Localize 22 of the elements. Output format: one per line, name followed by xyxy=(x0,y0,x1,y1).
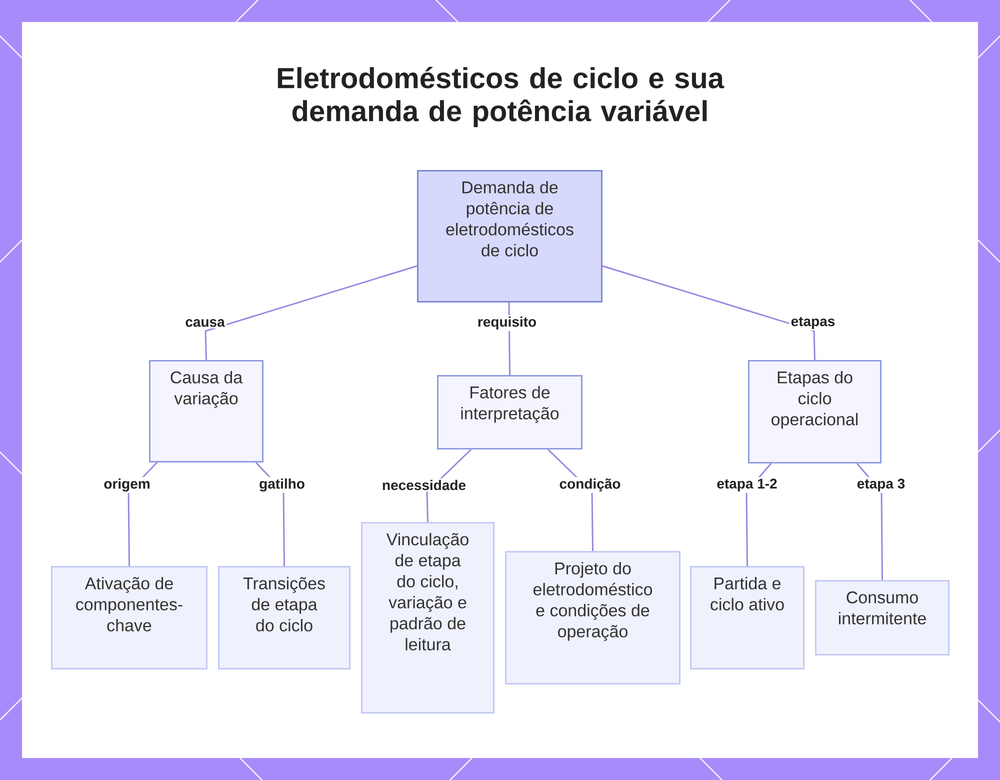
leaf-box: Consumo intermitente xyxy=(815,580,950,656)
branch-box: Causa da variação xyxy=(149,360,264,462)
edge-label: etapa 1-2 xyxy=(715,477,779,493)
branch-box: Fatores de interpretação xyxy=(437,375,582,450)
leaf-box: Transições de etapa do ciclo xyxy=(218,566,350,670)
leaf-box: Vinculação de etapa do ciclo, variação e padrão de leitura xyxy=(361,522,494,714)
leaf-box: Partida e ciclo ativo xyxy=(690,566,804,670)
edge-label: etapas xyxy=(789,315,837,331)
edge-label: origem xyxy=(102,476,152,494)
edge-label: requisito xyxy=(476,314,538,332)
root-box: Demanda de potência de eletrodomésticos de ciclo xyxy=(417,170,602,302)
edge-label: necessidade xyxy=(380,478,468,492)
connector-line xyxy=(204,265,418,360)
branch-box: Etapas do ciclo operacional xyxy=(748,360,882,464)
edge-label: condição xyxy=(558,476,622,494)
edge-label: etapa 3 xyxy=(855,477,907,493)
title: Eletrodomésticos de ciclo e sua demanda de potência variável xyxy=(278,66,724,128)
connector-line xyxy=(602,265,816,360)
edge-label: gatilho xyxy=(258,476,306,494)
edge-label: causa xyxy=(184,318,226,328)
leaf-box: Ativação de componentes-chave xyxy=(51,566,208,670)
leaf-box: Projeto do eletrodoméstico e condições de operação xyxy=(505,551,680,684)
